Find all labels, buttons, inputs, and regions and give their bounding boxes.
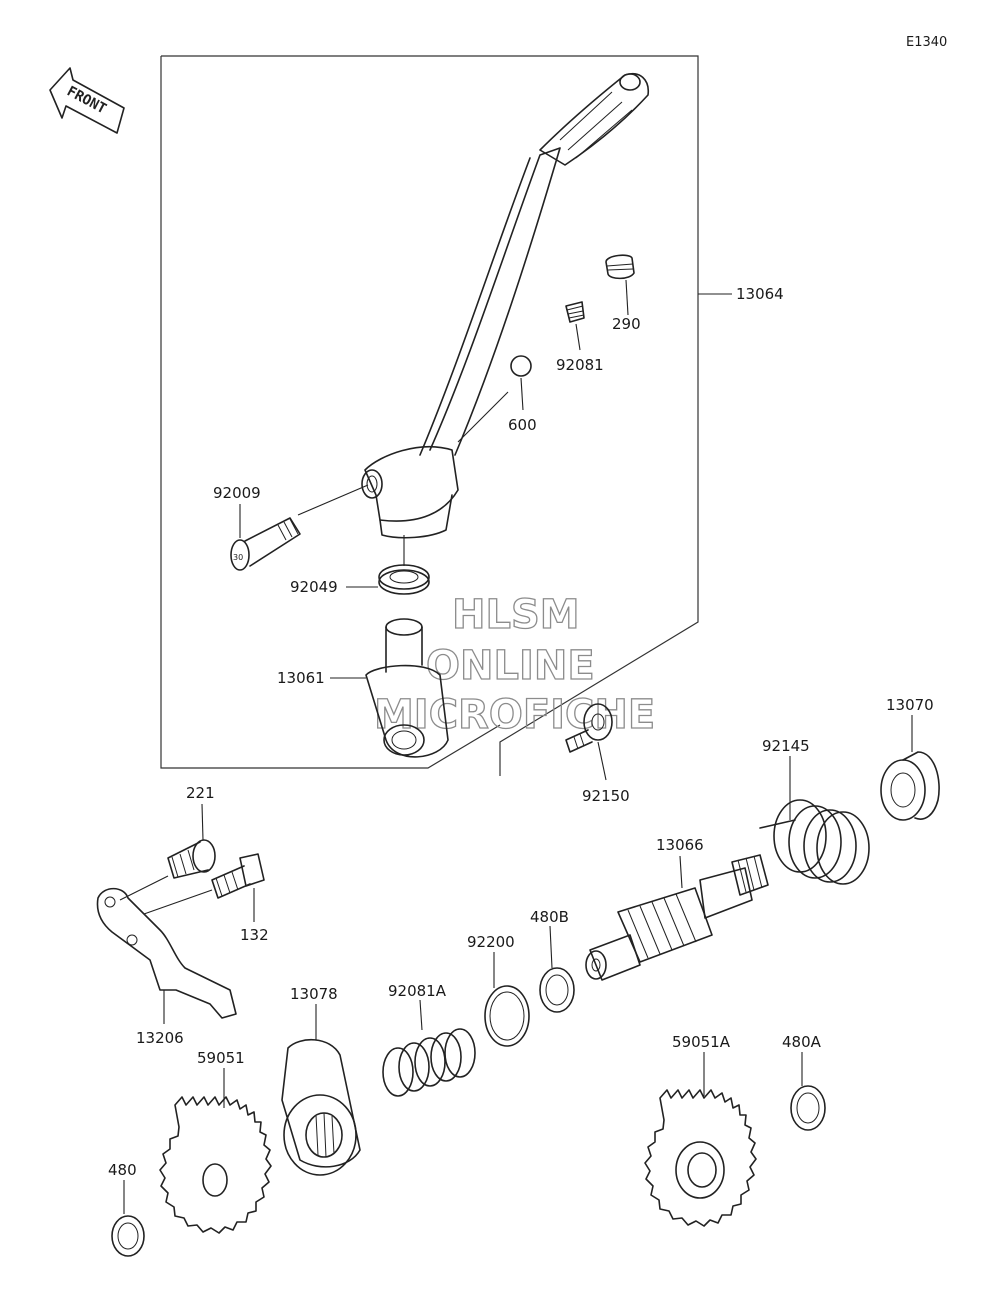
ratchet-gear-13078 [281,1038,361,1176]
watermark: HLSM ONLINE MICROFICHE [373,591,656,738]
part-label-13070: 13070 [886,696,934,714]
bolt-221 [167,839,216,879]
circlip-480A [790,1085,826,1131]
svg-text:HLSM: HLSM [452,592,580,638]
washer-92200 [484,985,530,1047]
part-label-13066: 13066 [656,836,704,854]
circlip-480B [539,967,575,1013]
gear-59051A [644,1089,757,1227]
front-label: FRONT [64,83,109,117]
part-label-480: 480 [108,1161,137,1179]
diagram-code: E1340 [906,35,947,50]
part-label-13061: 13061 [277,669,325,687]
kick-pedal-lever [361,73,650,539]
grease-fitting-290 [605,254,635,280]
part-label-13078: 13078 [290,985,338,1003]
part-label-92049: 92049 [290,578,338,596]
bolt-132 [211,853,265,899]
front-arrow-icon: FRONT [49,67,125,134]
bolt-92009: 30 [230,517,301,571]
kick-shaft-13066 [585,854,769,981]
washer-92049 [378,564,430,595]
part-label-59051: 59051 [197,1049,245,1067]
svg-text:ONLINE: ONLINE [426,643,595,689]
torsion-spring-92145 [759,799,870,885]
part-label-600: 600 [508,416,537,434]
part-label-92081A: 92081A [388,982,447,1000]
part-label-221: 221 [186,784,215,802]
kick-boss-13061 [365,618,449,758]
svg-text:30: 30 [233,553,243,562]
part-label-59051A: 59051A [672,1033,731,1051]
spring-92081 [565,301,585,323]
part-label-13064: 13064 [736,285,784,303]
guide-plate-13206 [96,887,237,1019]
part-label-480A: 480A [782,1033,822,1051]
svg-text:MICROFICHE: MICROFICHE [374,692,655,738]
part-label-92145: 92145 [762,737,810,755]
ball-600 [510,355,532,377]
part-label-13206: 13206 [136,1029,184,1047]
collar-13070 [880,751,940,821]
part-label-480B: 480B [530,908,569,926]
part-label-290: 290 [612,315,641,333]
part-label-92009: 92009 [213,484,261,502]
part-label-132: 132 [240,926,269,944]
gear-59051 [159,1096,272,1234]
part-label-92081: 92081 [556,356,604,374]
part-label-92150: 92150 [582,787,630,805]
bolt-92150 [565,703,613,753]
compression-spring-92081A [382,1028,476,1097]
circlip-480 [111,1215,145,1257]
assembly-box-13064 [160,55,699,776]
part-label-92200: 92200 [467,933,515,951]
